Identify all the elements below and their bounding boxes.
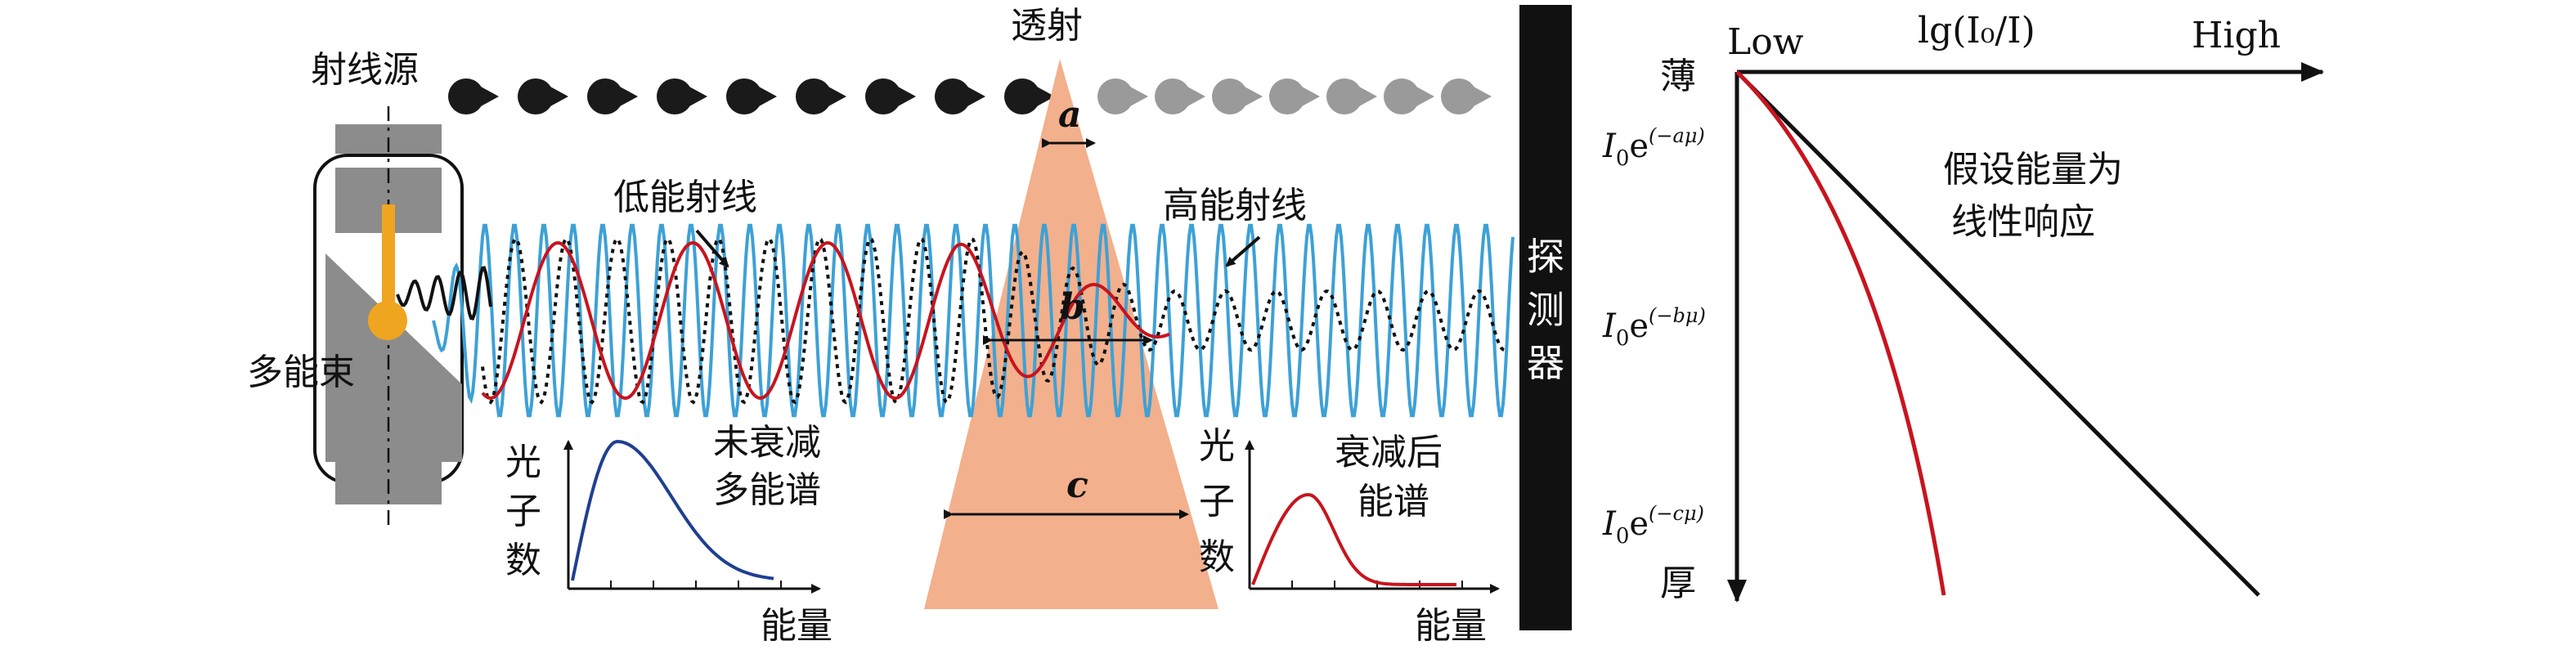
tick-c-label: I0e(−cμ) [1602,502,1704,549]
multi-energy-label: 多能束 [247,352,355,393]
photon-particle [518,78,554,114]
low-energy-wave-dotted [481,236,1506,405]
particle-direction-tip [759,87,777,106]
unattenuated-spectrum: 光 子 数 未衰减 多能谱 能量 [505,422,832,647]
particle-direction-tip [1187,87,1205,106]
transmission-label: 透射 [1011,5,1083,47]
dimension-c-label: c [1066,464,1088,506]
thick-label: 厚 [1660,563,1696,604]
energy-axis-label-2: 能量 [1415,605,1487,647]
assumption-label-2: 线性响应 [1951,201,2095,243]
spectrum1-ticks [610,581,782,589]
transmitted-particle [1097,78,1133,114]
particle-direction-tip [1037,87,1055,106]
photon-particle [448,78,484,114]
particle-direction-tip [1302,87,1320,106]
particle-direction-tip [898,87,916,106]
detector-char-1: 探 [1527,235,1564,279]
particle-direction-tip [1359,87,1377,106]
dimension-markers: a b c [944,94,1189,519]
high-label: High [2192,15,2281,56]
photon-particle [865,78,901,114]
unattenuated-label-1: 未衰减 [713,422,821,464]
photon-label-1c: 数 [505,540,541,581]
particle-direction-tip [967,87,985,106]
photon-label-2a: 光 [1199,425,1235,467]
detector-char-2: 测 [1527,288,1564,332]
source-label: 射线源 [311,49,419,91]
linear-response-line [1735,70,2260,597]
left-panel: a b c 探 测 器 射线源 透射 多能束 低能射线 高能射线 光 子 数 未… [247,5,1572,647]
source-wiggle [396,266,492,321]
high-energy-pointer [1225,235,1261,267]
transmitted-particle [1384,78,1420,114]
spectrum1-curve [571,440,774,581]
axis-title: lg(I₀/I) [1918,10,2035,52]
photon-particle [726,78,762,114]
particle-direction-tip [1245,87,1263,106]
detector [1519,5,1572,630]
thin-label: 薄 [1660,56,1696,97]
particle-direction-tip [689,87,707,106]
object-cone [924,59,1218,609]
transmitted-particle [1441,78,1477,114]
particle-direction-tip [481,87,499,106]
anode-stem [382,204,395,319]
dimension-b-label: b [1060,286,1085,328]
right-panel: Low High lg(I₀/I) 薄 厚 I0e(−aμ) I0e(−bμ) … [1602,10,2324,604]
particle-direction-tip [1416,87,1434,106]
photon-label-2b: 子 [1199,481,1235,522]
high-energy-label: 高能射线 [1163,185,1307,226]
photon-particle [796,78,832,114]
transmitted-particle [1212,78,1248,114]
transmitted-particle [1155,78,1191,114]
high-energy-wave [432,223,1515,418]
attenuated-label-2: 能谱 [1358,481,1429,522]
low-energy-pointer [695,229,729,268]
photon-particle [935,78,971,114]
spectrum2-curve [1251,493,1456,586]
photon-label-1b: 子 [505,491,541,532]
photon-label-2c: 数 [1199,536,1235,578]
dimension-a-label: a [1058,94,1082,136]
waves [396,223,1515,418]
particle-direction-tip [828,87,846,106]
particle-direction-tip [1474,87,1492,106]
attenuated-spectrum: 光 子 数 衰减后 能谱 能量 [1199,425,1500,647]
actual-response-curve [1735,70,1946,596]
photon-label-1a: 光 [505,442,541,483]
attenuated-label-1: 衰减后 [1335,432,1443,473]
low-label: Low [1727,21,1804,63]
focal-spot [368,301,407,340]
particle-direction-tip [1130,87,1148,106]
assumption-label-1: 假设能量为 [1943,149,2123,191]
particle-direction-tip [550,87,568,106]
particle-direction-tip [620,87,638,106]
low-energy-label: 低能射线 [613,177,757,218]
transmitted-particle [1269,78,1305,114]
tick-b-label: I0e(−bμ) [1602,304,1706,351]
detector-char-3: 器 [1527,341,1564,385]
energy-axis-label-1: 能量 [761,605,832,647]
transmitted-particle [1326,78,1362,114]
tick-a-label: I0e(−aμ) [1602,124,1705,171]
unattenuated-label-2: 多能谱 [713,469,821,511]
photon-particle [657,78,693,114]
photon-particle [1004,78,1040,114]
particle-stream [448,78,1492,114]
photon-particle [587,78,623,114]
anode-wedge [325,253,462,462]
xray-tube [313,106,464,531]
